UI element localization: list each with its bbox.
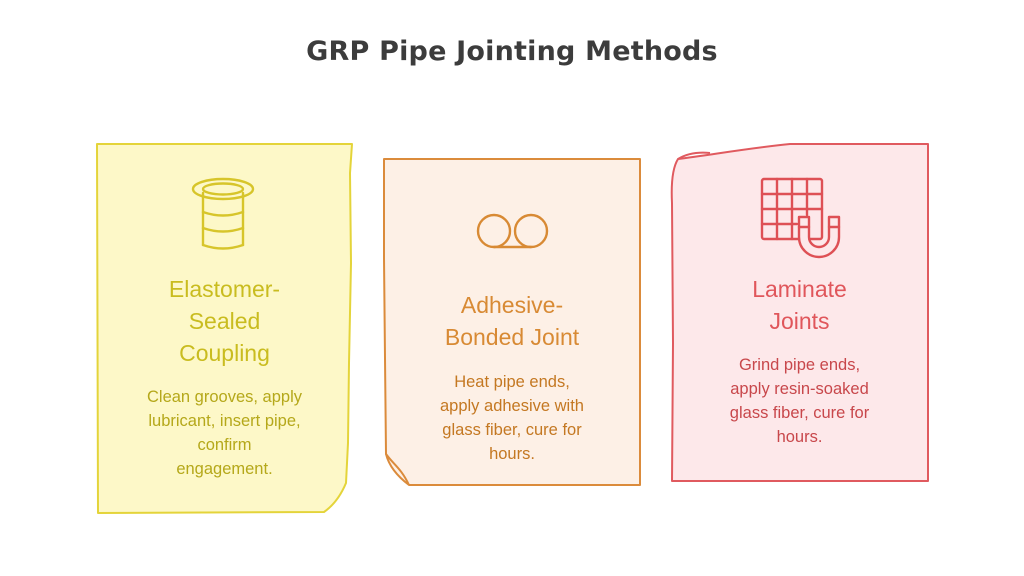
card-heading: Elastomer- Sealed Coupling <box>168 276 281 366</box>
card-background <box>383 158 641 486</box>
card-background <box>670 143 929 482</box>
card-adhesive-bonded-joint: Adhesive- Bonded Joint Heat pipe ends, a… <box>383 158 641 486</box>
grid-magnet-icon <box>760 177 841 259</box>
card-laminate-joints: Laminate Joints Grind pipe ends, apply r… <box>670 143 929 483</box>
page-title: GRP Pipe Jointing Methods <box>306 36 718 67</box>
card-background <box>96 143 353 514</box>
link-rings-icon <box>476 213 549 249</box>
card-description: Clean grooves, apply lubricant, insert p… <box>146 388 302 478</box>
card-description: Grind pipe ends, apply resin-soaked glas… <box>729 356 870 446</box>
card-description: Heat pipe ends, apply adhesive with glas… <box>439 373 584 463</box>
card-elastomer-sealed-coupling: Elastomer- Sealed Coupling Clean grooves… <box>96 143 353 515</box>
card-heading: Adhesive- Bonded Joint <box>444 292 580 350</box>
card-heading: Laminate Joints <box>752 276 847 334</box>
pipe-coupling-icon <box>191 177 255 250</box>
